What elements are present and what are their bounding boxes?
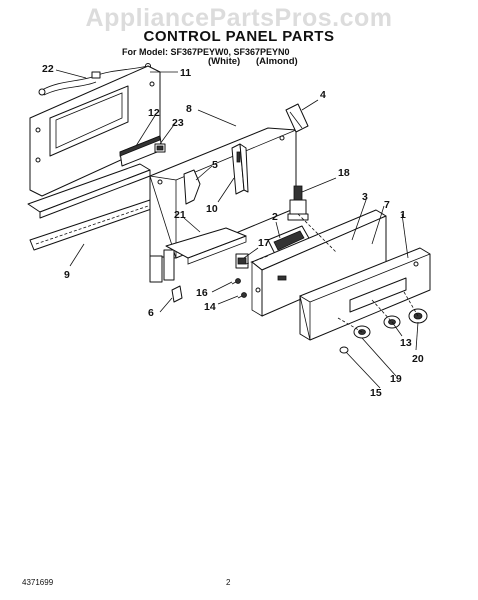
callout-1: 1 [400, 209, 406, 221]
part-9-trim-rail [27, 163, 161, 251]
color-almond-label: (Almond) [256, 56, 298, 67]
callout-6: 6 [148, 307, 154, 319]
callout-23: 23 [172, 117, 184, 129]
part-16-screw [231, 278, 241, 285]
part-11-rear-panel [29, 65, 161, 197]
assembly-lines [245, 213, 419, 333]
page-number: 2 [226, 578, 231, 587]
callout-12: 12 [148, 107, 160, 119]
callout-9: 9 [64, 269, 70, 281]
callout-3: 3 [362, 191, 368, 203]
callout-13: 13 [400, 337, 412, 349]
part-23-clip [154, 143, 166, 153]
callout-16: 16 [196, 287, 208, 299]
callout-8: 8 [186, 103, 192, 115]
callout-15: 15 [370, 387, 382, 399]
leader-lines [55, 69, 419, 389]
part-14-screw [237, 292, 247, 299]
part-3-panel-housing [251, 209, 387, 317]
callout-5: 5 [212, 159, 218, 171]
model-line: For Model: SF367PEYW0, SF367PEYN0 [122, 47, 290, 57]
part-15-spacer [339, 346, 349, 354]
callout-18: 18 [338, 167, 350, 179]
callout-4: 4 [320, 89, 326, 101]
page-title: CONTROL PANEL PARTS [143, 28, 335, 45]
watermark: AppliancePartsPros.com [85, 4, 393, 32]
callout-19: 19 [390, 373, 402, 385]
part-21-support [165, 227, 247, 265]
callout-21: 21 [174, 209, 186, 221]
part-12-insulation [119, 135, 163, 167]
callout-20: 20 [412, 353, 424, 365]
part-5-bracket [183, 169, 201, 205]
document-number: 4371699 [22, 578, 54, 587]
callout-2: 2 [272, 211, 278, 223]
callout-14: 14 [204, 301, 216, 313]
callout-7: 7 [384, 199, 390, 211]
callout-11: 11 [180, 67, 191, 79]
part-4-end-cap [285, 103, 309, 133]
part-1-front-panel [299, 247, 431, 341]
part-10-channel [231, 143, 249, 195]
part-2-lens-frame [267, 225, 311, 257]
color-white-label: (White) [208, 56, 241, 67]
callout-17: 17 [258, 237, 270, 249]
callout-10: 10 [206, 203, 218, 215]
part-18-switch [287, 185, 309, 221]
part-6-clip [171, 285, 183, 303]
callout-22: 22 [42, 63, 54, 75]
callout-labels: 22 11 8 12 23 4 5 10 18 3 7 1 2 21 17 9 … [42, 63, 424, 399]
